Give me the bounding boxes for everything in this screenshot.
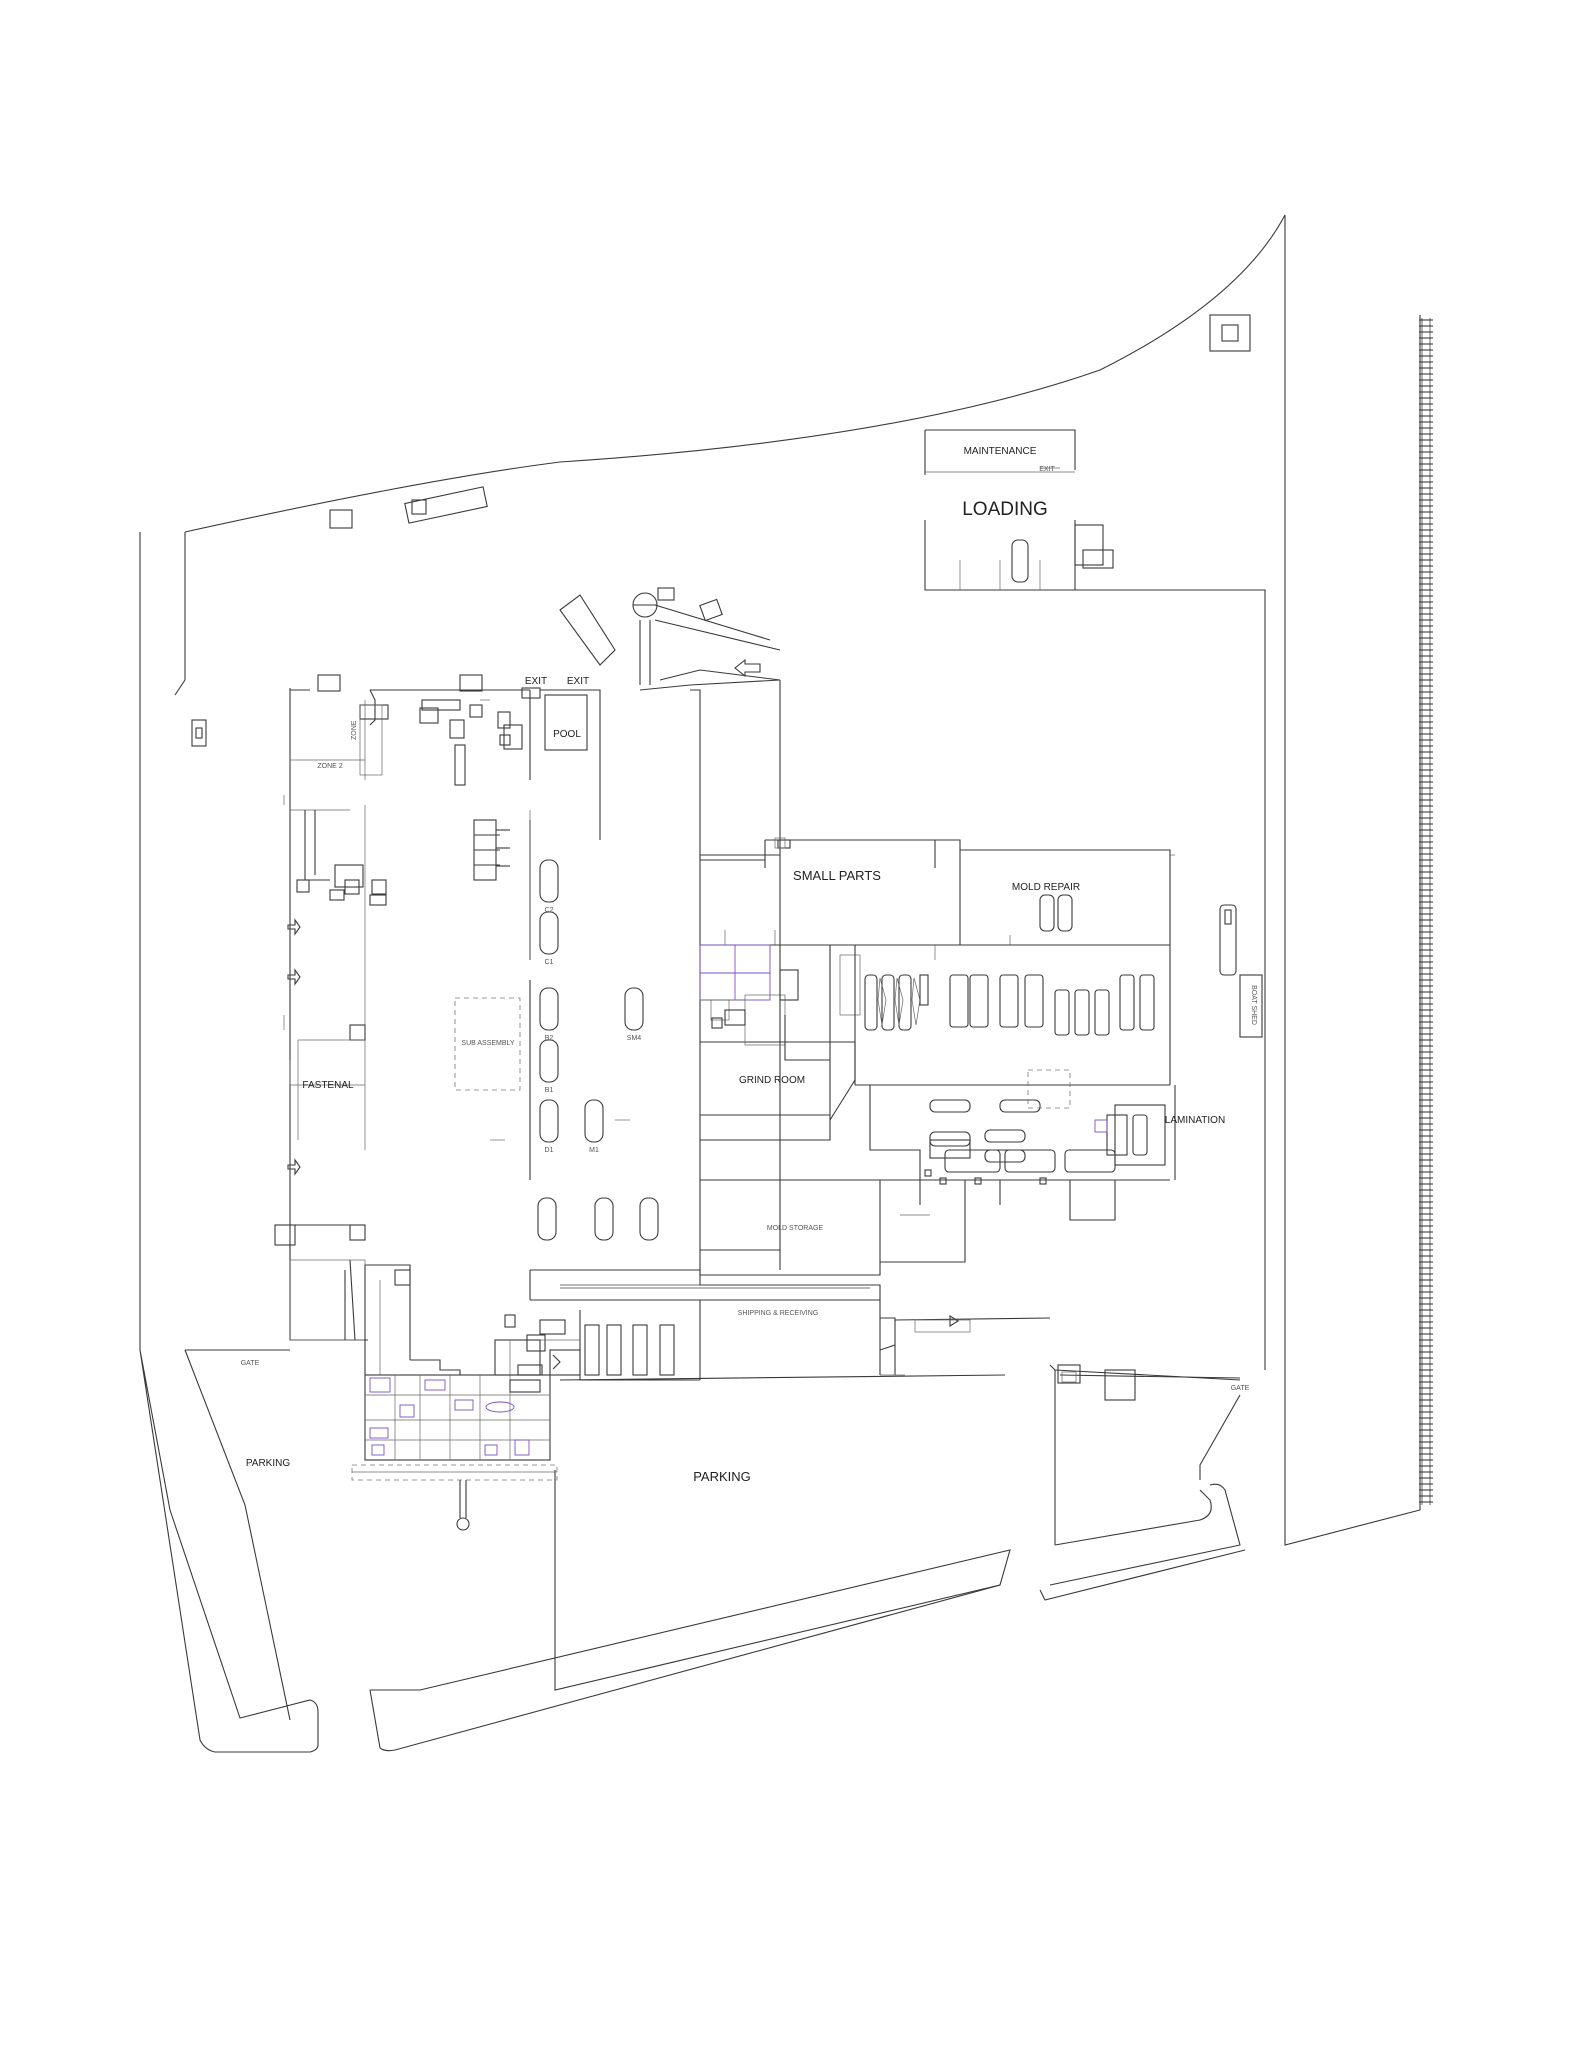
label-pool: POOL [553,729,581,740]
bay-label: M1 [589,1147,599,1154]
label-gate-right: GATE [1231,1385,1250,1392]
svg-text:ZONE: ZONE [351,720,358,740]
production-floor [283,699,659,1241]
label-sub-assembly: SUB ASSEMBLY [461,1040,515,1047]
mold-storage-shipping [525,1179,1051,1381]
label-parking-center: PARKING [693,1469,751,1484]
small-parts-mold-repair [699,837,1175,946]
main-building: ZONE [274,674,881,1341]
bay-label: SM4 [627,1035,642,1042]
label-mold-repair: MOLD REPAIR [1012,882,1080,893]
bay-label: B1 [545,1087,554,1094]
label-boat-shed: BOAT SHED [1250,985,1257,1025]
bay-label: D1 [545,1147,554,1154]
yard-equipment [191,719,1263,1038]
label-mold-storage: MOLD STORAGE [767,1225,824,1232]
front-office-block [351,1264,581,1531]
north-structures [329,314,1251,685]
street-frontage [185,1349,1241,1401]
label-shipping-receiving: SHIPPING & RECEIVING [738,1310,819,1317]
label-grind-room: GRIND ROOM [739,1075,805,1086]
bay-label: C2 [545,907,554,914]
bay-label: C1 [545,959,554,966]
label-zone: ZONE 2 [317,763,342,770]
maintenance-loading-area [924,429,1266,1370]
label-lamination: LAMINATION [1165,1115,1225,1126]
label-exit-2: EXIT [567,676,589,687]
label-parking-left: PARKING [246,1458,290,1469]
label-small-parts: SMALL PARTS [793,868,881,883]
site-boundary [139,214,1421,1753]
mold-stations [854,944,1171,1086]
label-loading: LOADING [962,499,1048,520]
label-gate-left: GATE [241,1360,260,1367]
railway-track [1419,318,1433,1505]
label-exit-maintenance: EXIT [1039,466,1055,473]
lamination-area [869,1069,1176,1221]
bay-label: B2 [545,1035,554,1042]
label-fastenal: FASTENAL [302,1080,354,1091]
label-maintenance: MAINTENANCE [964,446,1037,457]
label-exit-1: EXIT [525,676,547,687]
plan-labels: LOADING MAINTENANCE EXIT EXIT EXIT POOL … [241,446,1257,1484]
